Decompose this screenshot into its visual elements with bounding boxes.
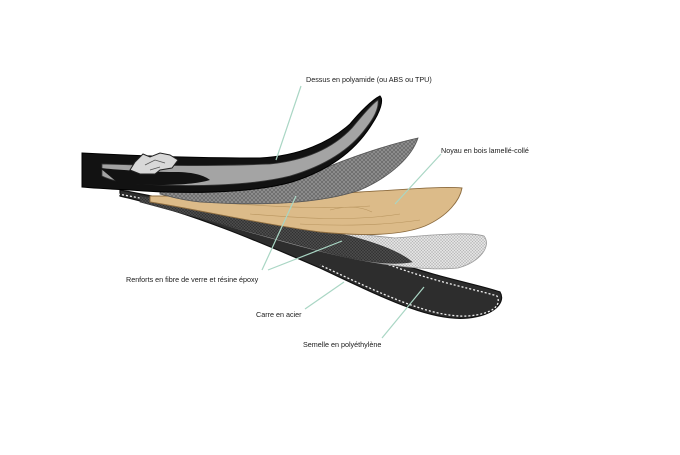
leader-fiberglass-b bbox=[267, 240, 343, 271]
label-wood-core: Noyau en bois lamellé-collé bbox=[441, 146, 529, 155]
leader-top-sheet bbox=[275, 85, 302, 161]
top-sheet-grey bbox=[101, 99, 379, 186]
label-base: Semelle en polyéthylène bbox=[303, 340, 382, 349]
steel-edge-dashes bbox=[117, 193, 499, 317]
leader-wood-core bbox=[394, 153, 442, 205]
leader-lines bbox=[261, 85, 442, 339]
leader-steel-edge bbox=[304, 281, 345, 310]
binding-plate bbox=[100, 168, 210, 185]
binding-insert bbox=[129, 152, 179, 175]
leader-base bbox=[381, 286, 425, 339]
label-top-sheet: Dessus en polyamide (ou ABS ou TPU) bbox=[306, 75, 432, 84]
leader-fiberglass-a bbox=[261, 195, 297, 271]
label-steel-edge: Carre en acier bbox=[256, 310, 302, 319]
top-sheet-layer bbox=[81, 95, 383, 193]
label-fiberglass: Renforts en fibre de verre et résine épo… bbox=[126, 275, 259, 284]
